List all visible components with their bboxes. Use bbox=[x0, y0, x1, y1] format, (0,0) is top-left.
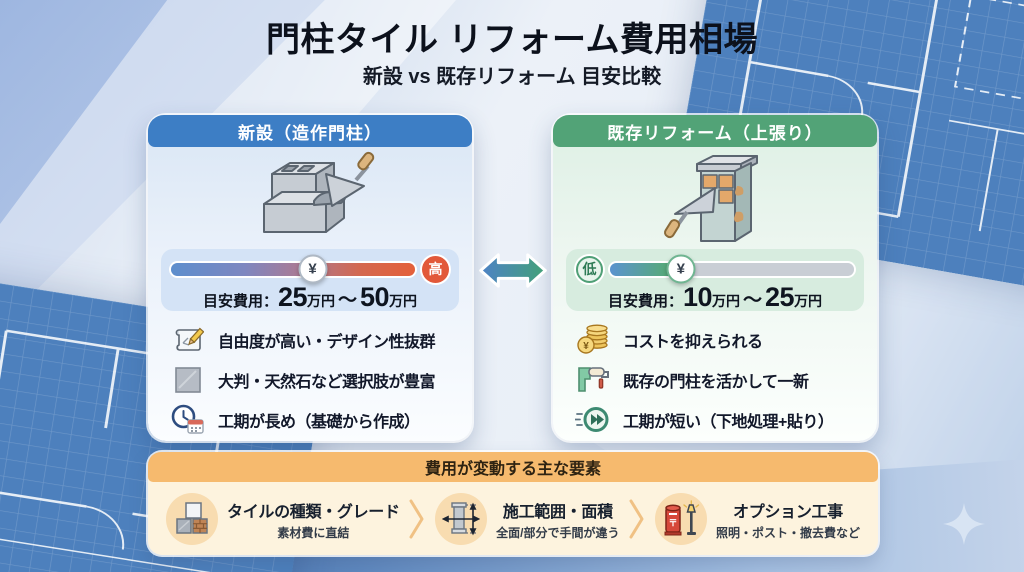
high-cost-badge: 高 bbox=[422, 255, 449, 283]
factor-title: タイルの種類・グレード bbox=[227, 503, 400, 521]
cost-factors-body: タイルの種類・グレード 素材費に直結 bbox=[148, 482, 878, 548]
coins-icon: ¥ bbox=[575, 324, 611, 356]
price-unit: 万円 bbox=[794, 293, 823, 309]
feature-list-new: 自由度が高い・デザイン性抜群 大判・天然石など選択肢が豊富 bbox=[148, 311, 472, 435]
tile-samples-icon bbox=[166, 493, 218, 545]
price-max: 50 bbox=[360, 282, 390, 312]
price-gauge-row-existing: 低 ¥ bbox=[576, 254, 854, 284]
factor-optional-work: 〒 オプション工事 照明・ポスト・撤去費など bbox=[654, 493, 860, 545]
tile-sample-icon bbox=[170, 364, 206, 396]
sparkle-icon bbox=[943, 503, 985, 545]
pillar-measure-icon bbox=[435, 493, 488, 545]
price-range-new: 目安費用：25万円～50万円 bbox=[171, 282, 449, 317]
page-subtitle: 新設 vs 既存リフォーム 目安比較 bbox=[362, 66, 662, 88]
factor-tile-grade: タイルの種類・グレード 素材費に直結 bbox=[166, 493, 400, 545]
factor-subtitle: 素材費に直結 bbox=[277, 525, 350, 540]
feature-row: 工期が短い（下地処理+貼り） bbox=[575, 404, 869, 435]
feature-text: 自由度が高い・デザイン性抜群 bbox=[218, 333, 436, 351]
feature-row: 自由度が高い・デザイン性抜群 bbox=[170, 324, 464, 355]
factor-work-area: 施工範囲・面積 全面/部分で手間が違う bbox=[435, 493, 620, 545]
speed-clock-icon bbox=[575, 404, 611, 436]
pillar-tiling-illustration bbox=[553, 147, 877, 249]
feature-text: 大判・天然石など選択肢が豊富 bbox=[218, 373, 436, 391]
paint-roller-icon bbox=[575, 364, 611, 396]
yen-marker-icon: ¥ bbox=[666, 254, 696, 284]
postbox-lamp-icon: 〒 bbox=[654, 493, 707, 545]
price-unit: 万円 bbox=[712, 293, 740, 309]
clock-calendar-icon bbox=[170, 404, 206, 436]
price-gauge-existing: ¥ bbox=[610, 254, 854, 284]
feature-list-existing: ¥ コストを抑えられる 既存の門柱を活かして一新 bbox=[553, 311, 877, 435]
page-title: 門柱タイル リフォーム費用相場 bbox=[266, 21, 758, 59]
feature-row: ¥ コストを抑えられる bbox=[575, 324, 869, 355]
feature-row: 工期が長め（基礎から作成） bbox=[170, 404, 464, 435]
card-existing-header: 既存リフォーム（上張り） bbox=[553, 115, 877, 147]
price-min: 25 bbox=[277, 282, 308, 312]
price-unit: 万円 bbox=[389, 293, 418, 309]
cost-factors-panel: 費用が変動する主な要素 タイルの種類・グレード 素材費に直結 bbox=[148, 452, 878, 555]
price-gauge-new: ¥ bbox=[171, 254, 415, 284]
price-min: 10 bbox=[682, 282, 713, 312]
svg-text:〒: 〒 bbox=[668, 518, 677, 528]
cost-factors-title: 費用が変動する主な要素 bbox=[148, 452, 878, 482]
factor-subtitle: 全面/部分で手間が違う bbox=[496, 525, 620, 540]
card-existing-reform: 既存リフォーム（上張り） bbox=[553, 115, 877, 441]
factor-title: オプション工事 bbox=[733, 503, 843, 521]
price-panel-new: ¥ 高 目安費用：25万円～50万円 bbox=[161, 249, 459, 312]
price-panel-existing: 低 ¥ 目安費用：10万円～25万円 bbox=[566, 249, 864, 312]
feature-text: 工期が長め（基礎から作成） bbox=[218, 413, 420, 431]
compare-arrow-icon bbox=[477, 247, 549, 294]
feature-row: 既存の門柱を活かして一新 bbox=[575, 364, 869, 395]
feature-text: 既存の門柱を活かして一新 bbox=[623, 373, 809, 391]
price-gauge-row-new: ¥ 高 bbox=[171, 254, 449, 284]
feature-row: 大判・天然石など選択肢が豊富 bbox=[170, 364, 464, 395]
price-separator: ～ bbox=[338, 290, 358, 311]
blueprint-pencil-icon bbox=[170, 324, 206, 356]
factor-subtitle: 照明・ポスト・撤去費など bbox=[715, 525, 860, 540]
price-separator: ～ bbox=[743, 290, 763, 311]
feature-text: コストを抑えられる bbox=[623, 333, 763, 351]
price-range-existing: 目安費用：10万円～25万円 bbox=[576, 282, 854, 317]
price-unit: 万円 bbox=[307, 293, 335, 309]
chevron-right-icon bbox=[409, 497, 425, 541]
svg-text:¥: ¥ bbox=[583, 341, 589, 352]
price-max: 25 bbox=[765, 282, 795, 312]
price-label: 目安費用： bbox=[202, 293, 278, 310]
cinder-blocks-trowel-illustration bbox=[148, 147, 472, 249]
low-cost-badge: 低 bbox=[576, 255, 603, 283]
factor-title: 施工範囲・面積 bbox=[502, 503, 613, 521]
chevron-right-icon bbox=[629, 497, 645, 541]
yen-marker-icon: ¥ bbox=[298, 254, 328, 284]
card-new-header: 新設（造作門柱） bbox=[148, 115, 472, 147]
price-label: 目安費用： bbox=[607, 293, 683, 310]
card-new-construction: 新設（造作門柱） bbox=[148, 115, 472, 441]
feature-text: 工期が短い（下地処理+貼り） bbox=[623, 413, 834, 431]
